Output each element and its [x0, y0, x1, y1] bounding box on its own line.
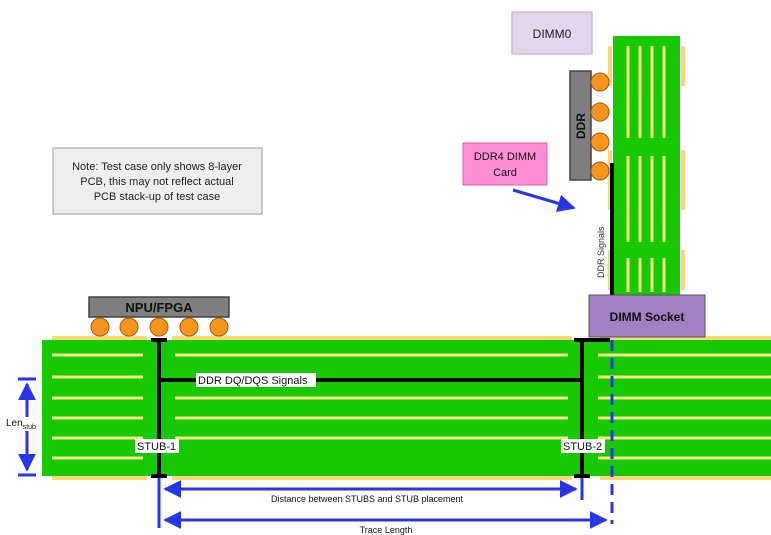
ddr-chip: DDR: [569, 70, 610, 181]
trace-length-label: Trace Length: [360, 525, 413, 535]
note-box: Note: Test case only shows 8-layer PCB, …: [52, 147, 263, 215]
npu-fpga-label: NPU/FPGA: [125, 300, 193, 315]
via-stub-2: [574, 338, 610, 478]
npu-fpga-chip: NPU/FPGA: [88, 296, 230, 337]
dq-dqs-label: DDR DQ/DQS Signals: [198, 375, 308, 387]
distance-label: Distance between STUBS and STUB placemen…: [271, 494, 464, 504]
note-line1: Note: Test case only shows 8-layer: [72, 161, 242, 173]
ddr-ball: [590, 132, 610, 152]
via-stub-1: [151, 338, 167, 478]
npu-ball: [209, 317, 229, 337]
npu-ball: [149, 317, 169, 337]
dimm-card: [608, 36, 685, 296]
len-stub-label: Lenstub: [6, 418, 36, 431]
stub-2-label: STUB-2: [563, 441, 602, 453]
pcb-board: [42, 336, 771, 480]
ddr4-card-arrow: [512, 188, 576, 213]
note-line2: PCB, this may not reflect actual: [80, 176, 233, 188]
ddr4-card-callout: DDR4 DIMM Card: [462, 142, 548, 186]
dimm-socket: DIMM Socket: [588, 294, 706, 338]
npu-ball: [179, 317, 199, 337]
ddr4-card-line1: DDR4 DIMM: [474, 151, 536, 163]
ddr-chip-label: DDR: [574, 113, 588, 139]
stub-1-label: STUB-1: [137, 441, 176, 453]
note-line3: PCB stack-up of test case: [94, 191, 221, 203]
npu-ball: [90, 317, 110, 337]
ddr-ball: [590, 161, 610, 181]
npu-ball: [119, 317, 139, 337]
ddr-signals-label: DDR Signals: [596, 226, 606, 278]
ddr4-card-line2: Card: [493, 167, 517, 179]
dimm-socket-label: DIMM Socket: [610, 310, 685, 324]
ddr-ball: [590, 102, 610, 122]
distance-dimension: [157, 478, 584, 500]
dimm0-label: DIMM0: [533, 27, 572, 41]
pcb-inner-layers: [52, 353, 771, 460]
ddr-ball: [590, 72, 610, 92]
trace-length-dimension: [157, 500, 608, 529]
dimm0-label-box: DIMM0: [511, 11, 593, 55]
